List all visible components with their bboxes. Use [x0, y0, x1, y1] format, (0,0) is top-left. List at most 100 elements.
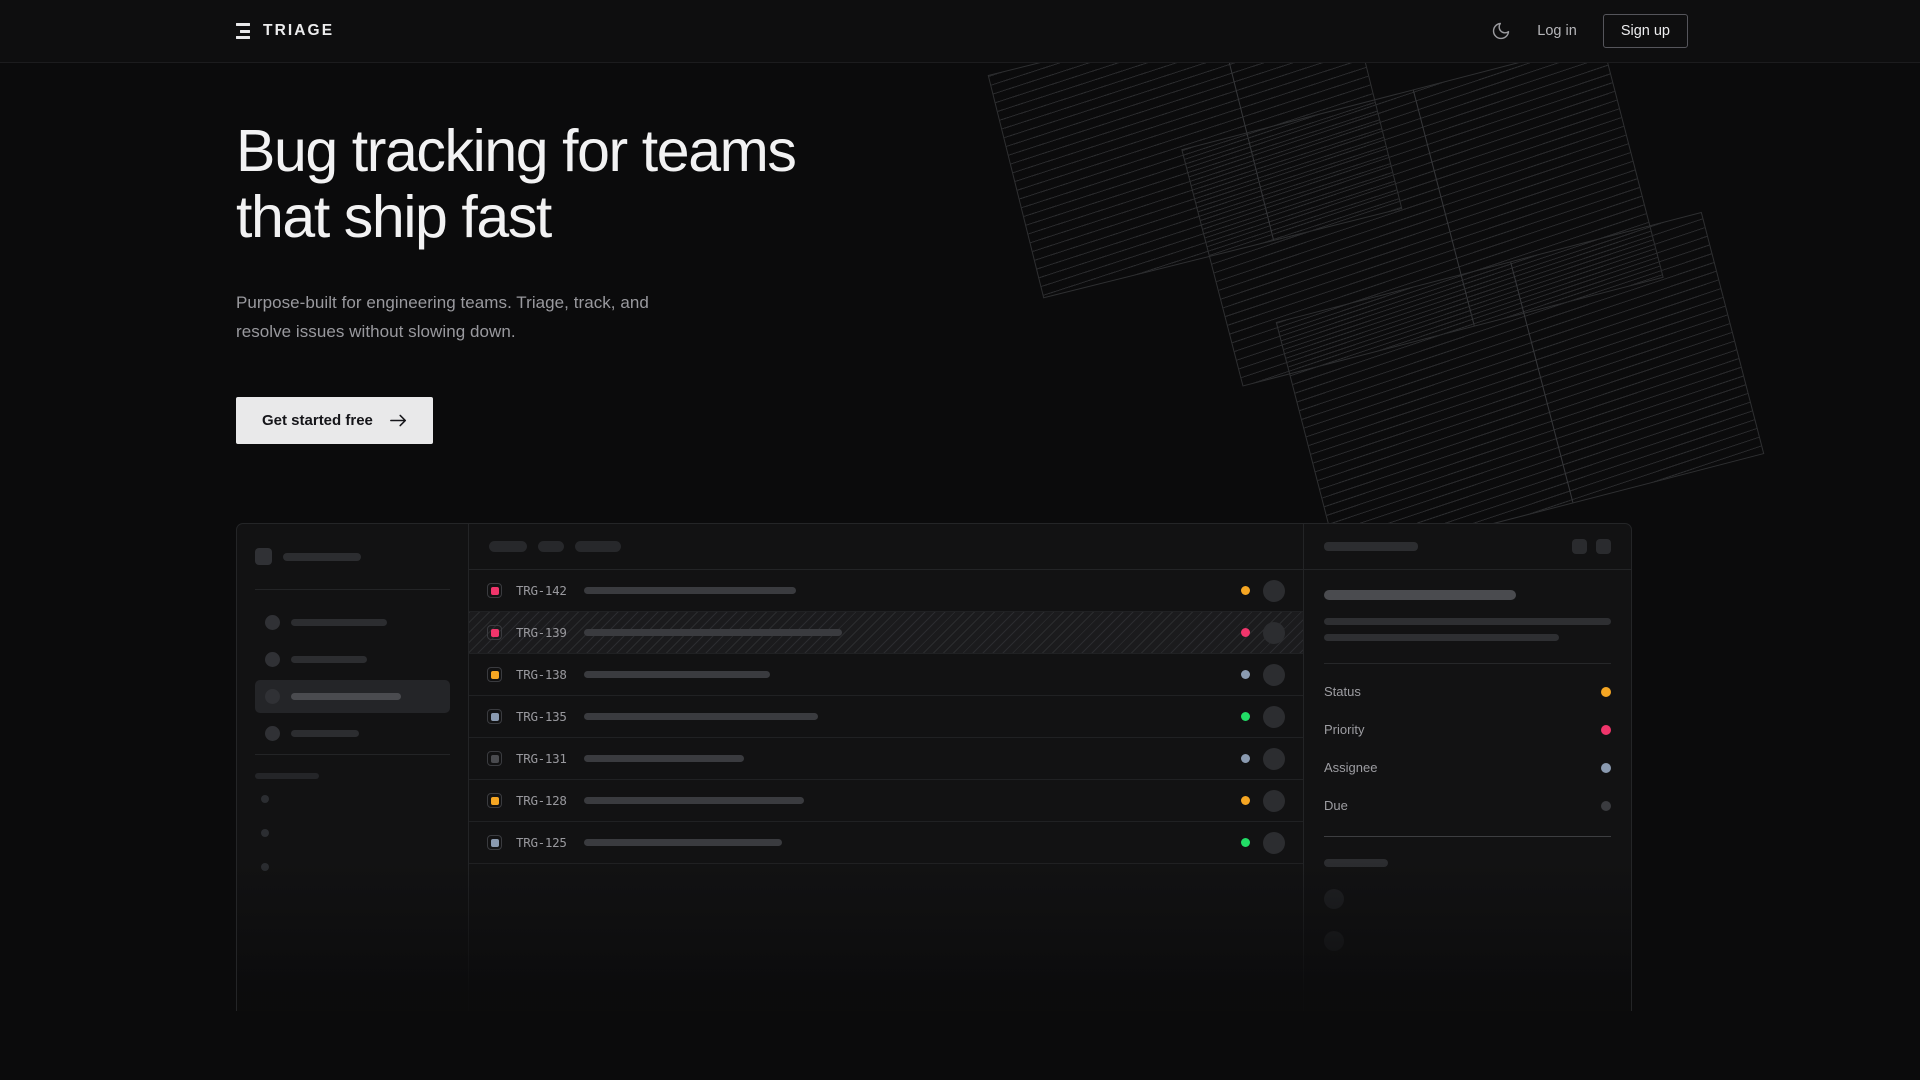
detail-divider — [1324, 663, 1611, 664]
hero-subheading: Purpose-built for engineering teams. Tri… — [236, 293, 649, 342]
issue-id: TRG-139 — [516, 625, 567, 640]
detail-activity-divider — [1324, 836, 1611, 837]
signup-button[interactable]: Sign up — [1602, 14, 1688, 48]
issue-title-skeleton — [584, 839, 782, 846]
issue-title-skeleton — [584, 797, 804, 804]
detail-field-due[interactable]: Due — [1324, 798, 1611, 813]
get-started-label: Get started free — [262, 411, 373, 429]
table-row[interactable]: TRG-142 — [469, 570, 1303, 612]
issue-id: TRG-131 — [516, 751, 567, 766]
login-link[interactable]: Log in — [1537, 23, 1577, 39]
nav-icon — [265, 726, 280, 741]
row-meta — [1241, 831, 1285, 854]
get-started-button[interactable]: Get started free — [236, 396, 433, 444]
theme-toggle-button[interactable] — [1491, 21, 1511, 41]
issue-title-skeleton — [584, 629, 842, 636]
table-row[interactable]: TRG-131 — [469, 738, 1303, 780]
detail-action-1[interactable] — [1572, 539, 1587, 554]
triage-bars-icon — [236, 23, 250, 39]
issue-title-skeleton — [584, 755, 744, 762]
issue-title-skeleton — [584, 587, 796, 594]
workspace-avatar — [255, 548, 272, 565]
issue-id: TRG-135 — [516, 709, 567, 724]
field-value-dot — [1601, 724, 1611, 735]
row-meta — [1241, 789, 1285, 812]
status-badge — [1241, 754, 1250, 763]
field-label: Assignee — [1324, 760, 1378, 775]
avatar — [1263, 789, 1285, 812]
priority-badge — [487, 751, 502, 766]
decor-slab-2 — [1181, 63, 1664, 387]
detail-desc-line-2 — [1324, 634, 1560, 641]
priority-badge — [487, 583, 502, 598]
header-actions: Log in Sign up — [1491, 14, 1688, 48]
row-meta — [1241, 747, 1285, 770]
nav-label-skeleton — [291, 730, 359, 737]
table-row[interactable]: TRG-135 — [469, 696, 1303, 738]
field-value-dot — [1601, 800, 1611, 811]
sidebar-section-label-skeleton — [255, 773, 319, 779]
avatar — [1263, 747, 1285, 770]
brand-name: TRIAGE — [263, 22, 335, 39]
row-meta — [1241, 705, 1285, 728]
nav-label-skeleton — [291, 656, 367, 663]
priority-badge — [487, 835, 502, 850]
sidebar-sub-item-3[interactable] — [261, 863, 269, 871]
table-row[interactable]: TRG-139 — [469, 612, 1303, 654]
row-meta — [1241, 579, 1285, 602]
nav-label-skeleton — [291, 619, 387, 626]
sidebar-workspace[interactable] — [255, 548, 450, 565]
detail-activity-avatars — [1324, 889, 1611, 951]
workspace-name-skeleton — [283, 552, 361, 561]
avatar — [1263, 705, 1285, 728]
issue-list-toolbar — [469, 524, 1303, 570]
row-meta — [1241, 663, 1285, 686]
sidebar-divider-top — [255, 589, 450, 590]
sidebar-sub-item-2[interactable] — [261, 829, 269, 837]
activity-avatar-2 — [1324, 931, 1344, 951]
status-badge — [1241, 670, 1250, 679]
sidebar-nav-item-1[interactable] — [255, 606, 450, 639]
brand-logo[interactable]: TRIAGE — [236, 22, 334, 40]
detail-action-2[interactable] — [1596, 539, 1611, 554]
issue-title-skeleton — [584, 671, 770, 678]
sidebar-sub-item-1[interactable] — [261, 795, 269, 803]
avatar — [1263, 831, 1285, 854]
hero-section: Bug tracking for teams that ship fast Pu… — [236, 118, 797, 444]
avatar — [1263, 579, 1285, 602]
priority-badge — [487, 625, 502, 640]
field-label: Priority — [1324, 722, 1365, 737]
table-row[interactable]: TRG-138 — [469, 654, 1303, 696]
status-badge — [1241, 628, 1250, 637]
detail-desc-line-1 — [1324, 618, 1611, 625]
detail-header-actions — [1572, 539, 1611, 554]
issue-title-skeleton — [584, 713, 818, 720]
sidebar-nav-item-4[interactable] — [255, 717, 450, 750]
sidebar-nav-item-3[interactable] — [255, 680, 450, 713]
hero-heading: Bug tracking for teams that ship fast — [236, 118, 797, 251]
detail-field-assignee[interactable]: Assignee — [1324, 760, 1611, 775]
table-row[interactable]: TRG-128 — [469, 780, 1303, 822]
nav-icon — [265, 652, 280, 667]
filter-chip-1[interactable] — [489, 541, 527, 552]
filter-chip-3[interactable] — [575, 541, 621, 552]
field-label: Status — [1324, 684, 1361, 699]
detail-field-status[interactable]: Status — [1324, 684, 1611, 699]
site-header: TRIAGE Log in Sign up — [0, 0, 1920, 63]
field-label: Due — [1324, 798, 1348, 813]
issue-id: TRG-142 — [516, 583, 567, 598]
filter-chip-2[interactable] — [538, 541, 564, 552]
detail-field-priority[interactable]: Priority — [1324, 722, 1611, 737]
table-row[interactable]: TRG-125 — [469, 822, 1303, 864]
sidebar-nav-item-2[interactable] — [255, 643, 450, 676]
issue-id: TRG-128 — [516, 793, 567, 808]
sidebar-sub-items — [255, 795, 450, 871]
priority-badge — [487, 709, 502, 724]
arrow-right-icon — [389, 414, 406, 426]
avatar — [1263, 663, 1285, 686]
decor-slab-3 — [1275, 211, 1765, 565]
